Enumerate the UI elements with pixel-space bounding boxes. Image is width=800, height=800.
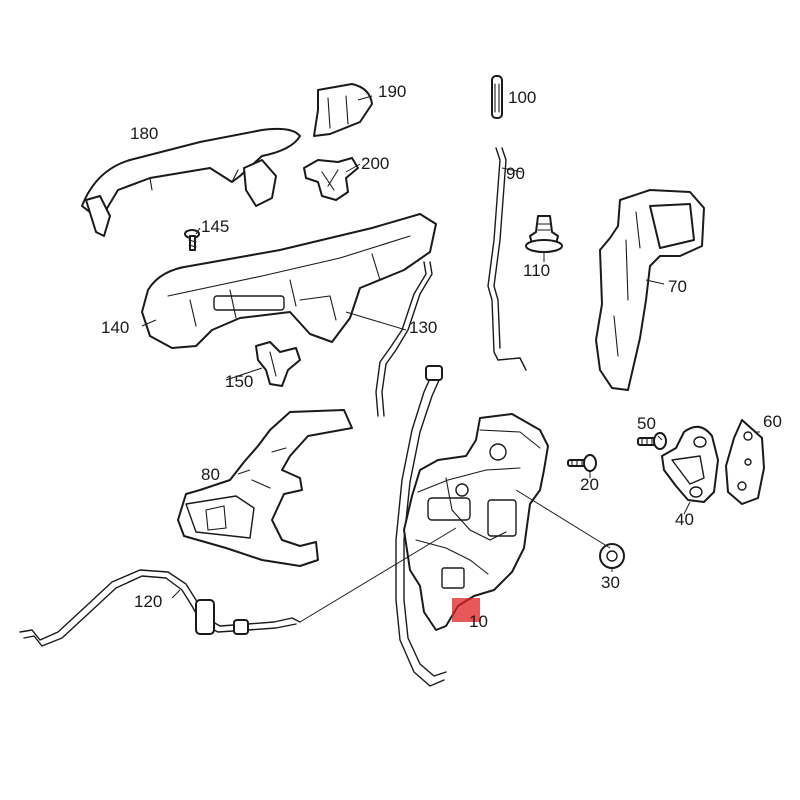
- part-30-nut: [599, 543, 625, 569]
- part-90-rod: [487, 147, 527, 371]
- part-80-bracket: [177, 409, 353, 567]
- callout-110: 110: [523, 261, 551, 280]
- part-140-handle-carrier: [141, 213, 437, 349]
- callout-140: 140: [101, 318, 130, 337]
- part-60-plate: [725, 419, 765, 505]
- part-70-bracket: [595, 189, 705, 391]
- callout-30: 30: [601, 573, 620, 592]
- callout-180: 180: [130, 124, 159, 143]
- highlight-part-10: [452, 598, 480, 622]
- callout-10: 10: [469, 612, 488, 631]
- callout-120: 120: [134, 592, 163, 611]
- callout-90: 90: [506, 164, 525, 183]
- part-150-sensor: [255, 341, 301, 387]
- callout-70: 70: [668, 277, 687, 296]
- part-110-grommet: [525, 215, 563, 253]
- part-130-rod: [375, 261, 433, 417]
- callout-145: 145: [201, 217, 230, 236]
- part-50-screw: [637, 432, 667, 450]
- part-145-screw: [184, 229, 200, 251]
- callout-190: 190: [378, 82, 407, 101]
- callout-100: 100: [508, 88, 537, 107]
- part-20-screw: [567, 454, 597, 472]
- callout-60: 60: [763, 412, 782, 431]
- part-10-door-lock: [403, 413, 549, 631]
- callout-130: 130: [409, 318, 438, 337]
- callout-40: 40: [675, 510, 694, 529]
- callout-80: 80: [201, 465, 220, 484]
- part-120-cable: [19, 569, 301, 647]
- part-100-pin: [491, 75, 503, 119]
- part-cable-sleeve: [395, 365, 447, 687]
- part-190-handle-cap: [313, 83, 373, 137]
- callout-150: 150: [225, 372, 254, 391]
- part-40-striker: [661, 425, 719, 503]
- callout-20: 20: [580, 475, 599, 494]
- callout-50: 50: [637, 414, 656, 433]
- leader-lines: [141, 95, 760, 623]
- part-180-outer-handle: [81, 127, 301, 237]
- part-200-clip: [303, 157, 359, 201]
- callout-200: 200: [361, 154, 390, 173]
